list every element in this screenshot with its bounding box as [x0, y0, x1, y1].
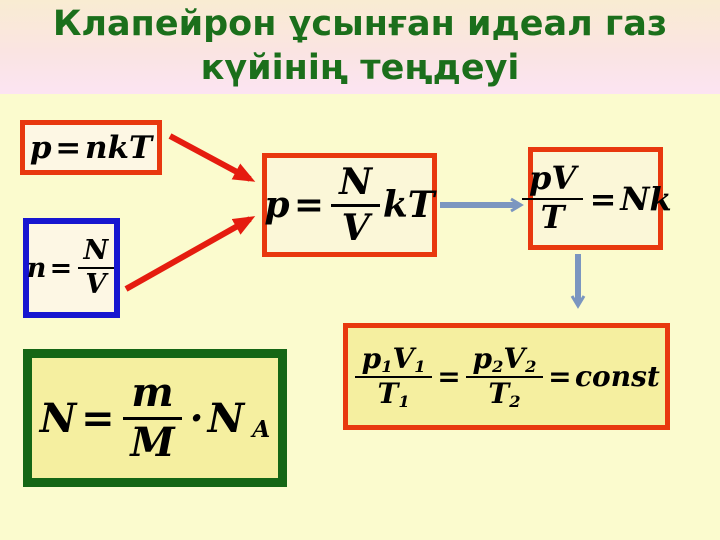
- equals-sign: =: [548, 360, 572, 393]
- fraction-m-over-M: m M: [122, 370, 183, 466]
- numerator-m: m: [122, 370, 183, 420]
- sub-1: 1: [414, 357, 426, 377]
- fraction-p1v1-over-t1: p1V1 T1: [355, 342, 432, 410]
- equals-sign: =: [589, 179, 617, 218]
- var-p: p: [29, 129, 52, 166]
- denominator-V: V: [341, 206, 370, 249]
- slide-title-line2: күйінің теңдеуі: [200, 48, 520, 88]
- var-kt: kT: [382, 184, 435, 226]
- slide-title: Клапейрон ұсынған идеал газ күйінің теңд…: [0, 2, 720, 90]
- numerator-p2V2: p2V2: [466, 342, 543, 378]
- arrow-pnkt-to-central: [168, 133, 256, 182]
- denominator-V: V: [85, 268, 107, 300]
- var-p1: p: [361, 342, 382, 376]
- denominator-T1: T1: [378, 378, 410, 410]
- numerator-N: N: [331, 162, 380, 207]
- var-p: p: [264, 184, 290, 226]
- multiplication-dot: ·: [189, 394, 204, 442]
- title-background-band: [0, 0, 720, 94]
- formula-box-combined-gas-law: p1V1 T1 = p2V2 T2 = const: [343, 323, 670, 430]
- denominator-T2: T2: [488, 378, 520, 410]
- var-N-avogadro: N: [207, 394, 245, 442]
- numerator-p1V1: p1V1: [355, 342, 432, 378]
- var-n: n: [26, 252, 47, 284]
- equals-sign: =: [81, 394, 115, 442]
- var-p2: p: [472, 342, 493, 376]
- fraction-pv-over-t: pV T: [521, 160, 584, 237]
- sub-2: 2: [525, 357, 537, 377]
- var-const: const: [574, 360, 660, 393]
- var-nkt: nkT: [85, 129, 153, 166]
- numerator-N: N: [77, 235, 115, 269]
- equals-sign: =: [55, 129, 82, 166]
- sub-1: 1: [381, 357, 393, 377]
- equals-sign: =: [437, 360, 461, 393]
- fraction-p2v2-over-t2: p2V2 T2: [466, 342, 543, 410]
- var-V1: V: [392, 342, 415, 376]
- equals-sign: =: [49, 252, 73, 284]
- var-nk: Nk: [620, 179, 672, 218]
- sub-2: 2: [509, 392, 521, 412]
- equals-sign: =: [293, 184, 325, 226]
- numerator-pV: pV: [521, 160, 584, 200]
- denominator-T: T: [540, 198, 565, 237]
- var-N: N: [39, 394, 77, 442]
- denominator-M: M: [130, 418, 175, 466]
- formula-box-concentration: n = N V: [23, 218, 120, 318]
- sub-1: 1: [398, 392, 410, 412]
- fraction-n-over-v: N V: [331, 162, 380, 248]
- var-T1: T: [377, 377, 399, 411]
- arrow-concentration-to-central: [124, 216, 256, 292]
- fraction-n-over-v: N V: [77, 235, 115, 300]
- slide-title-line1: Клапейрон ұсынған идеал газ: [52, 4, 668, 44]
- sub-2: 2: [492, 357, 504, 377]
- var-T2: T: [488, 377, 510, 411]
- formula-box-central: p = N V kT: [262, 153, 437, 257]
- formula-box-state-equation: pV T = Nk: [521, 147, 672, 250]
- var-V2: V: [503, 342, 526, 376]
- formula-box-pressure-nkt: p = nkT: [20, 120, 162, 175]
